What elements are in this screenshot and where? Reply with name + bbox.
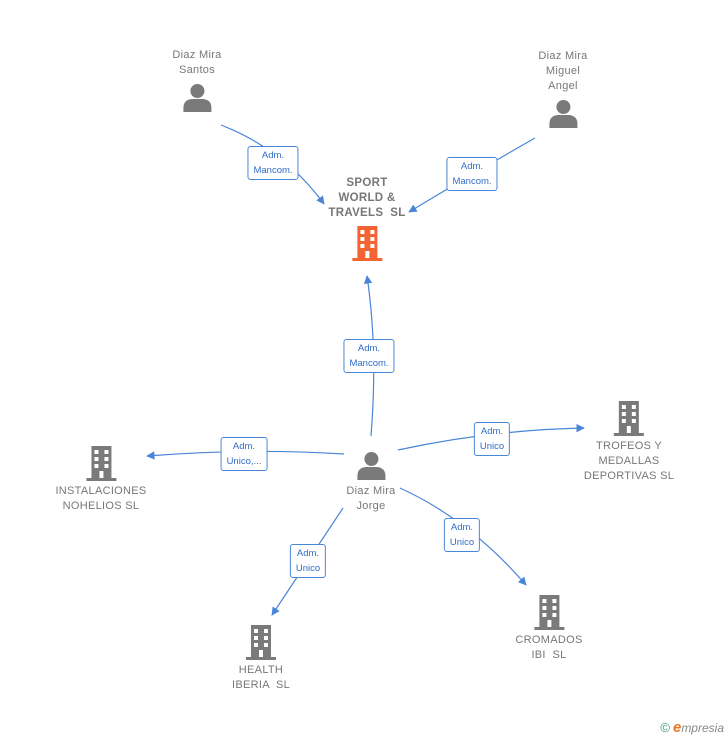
node-instalaciones-label: INSTALACIONES NOHELIOS SL [55,485,147,512]
node-cromados[interactable]: CROMADOS IBI SL [515,594,582,663]
node-santos[interactable]: Diaz Mira Santos [172,48,221,112]
node-jorge-label: Diaz Mira Jorge [346,485,396,512]
node-sport-world[interactable]: SPORT WORLD & TRAVELS SL [328,176,405,261]
brand-initial: e [672,719,682,736]
node-instalaciones[interactable]: INSTALACIONES NOHELIOS SL [55,445,146,514]
edge-label-miguel: Adm. Mancom. [446,157,498,191]
building-icon [246,625,276,660]
copyright-icon: © [660,720,670,735]
node-cromados-label: CROMADOS IBI SL [515,634,583,661]
node-health-label: HEALTH IBERIA SL [231,664,291,691]
node-health[interactable]: HEALTH IBERIA SL [232,624,290,693]
building-icon [85,446,116,481]
building-icon [351,226,382,261]
edge-label-jorge-instalaciones: Adm. Unico,... [220,437,268,471]
brand-name: mpresia [681,721,724,735]
edge-label-jorge-cromados: Adm. Unico [443,518,481,552]
node-miguel[interactable]: Diaz Mira Miguel Angel [538,49,587,128]
node-jorge[interactable]: Diaz Mira Jorge [346,450,395,514]
edge-label-santos: Adm. Mancom. [247,146,299,180]
building-icon [534,595,564,630]
node-trofeos[interactable]: TROFEOS Y MEDALLAS DEPORTIVAS SL [584,400,674,484]
edge-label-jorge-sport: Adm. Mancom. [343,339,395,373]
node-trofeos-label: TROFEOS Y MEDALLAS DEPORTIVAS SL [583,440,675,482]
watermark: ©empresia [660,719,724,736]
edge-label-jorge-health: Adm. Unico [289,544,327,578]
node-santos-label: Diaz Mira Santos [172,49,222,76]
person-icon [357,452,385,480]
person-icon [549,100,577,128]
edge-label-jorge-trofeos: Adm. Unico [473,422,511,456]
node-sport-world-label: SPORT WORLD & TRAVELS SL [328,177,406,219]
building-icon [614,401,644,436]
person-icon [183,84,211,112]
node-miguel-label: Diaz Mira Miguel Angel [538,50,588,92]
